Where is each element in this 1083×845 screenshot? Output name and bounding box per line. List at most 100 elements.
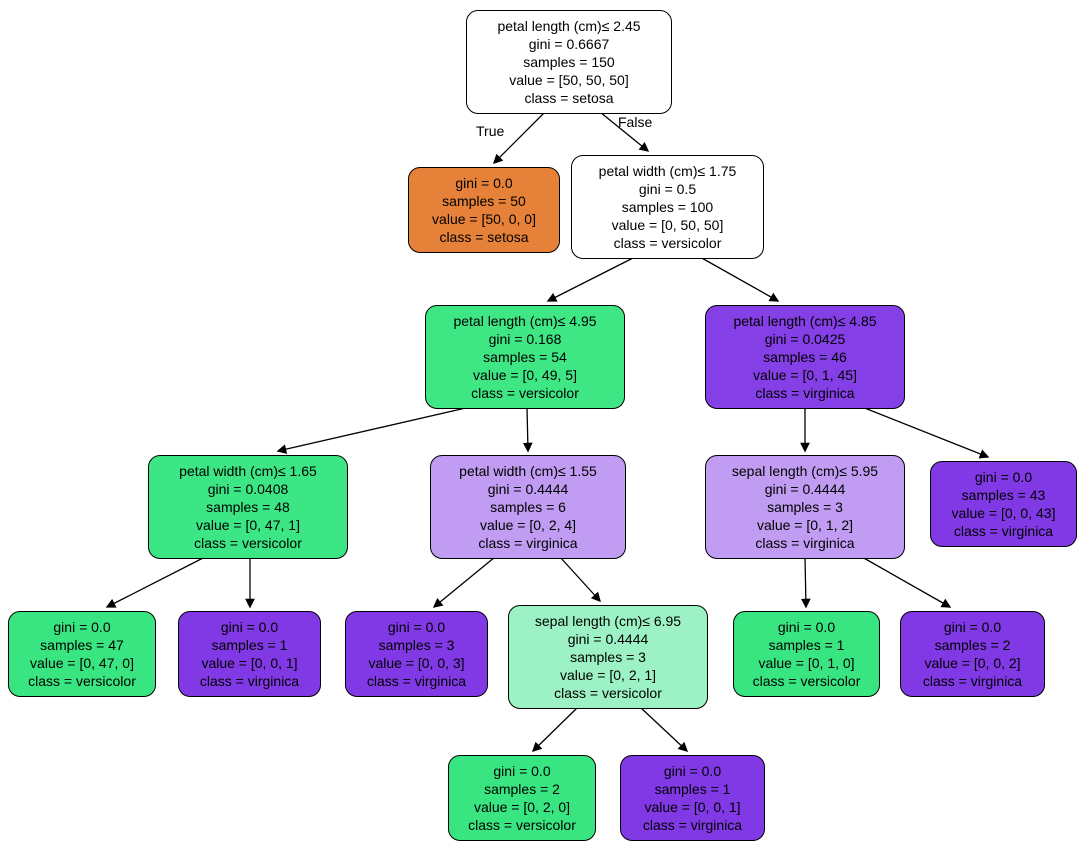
node-gini: gini = 0.4444 — [487, 481, 569, 497]
node-samples: samples = 54 — [483, 349, 567, 365]
tree-node-leaf-virginica-43: gini = 0.0 samples = 43 value = [0, 0, 4… — [930, 461, 1077, 547]
tree-node-petal-width-165: petal width (cm)≤ 1.65 gini = 0.0408 sam… — [148, 455, 348, 559]
tree-node-petal-width-155: petal width (cm)≤ 1.55 gini = 0.4444 sam… — [430, 455, 626, 559]
node-gini: gini = 0.0 — [777, 619, 836, 635]
node-samples: samples = 1 — [211, 637, 288, 653]
node-condition: petal width (cm)≤ 1.55 — [459, 463, 597, 479]
node-value: value = [0, 0, 1] — [644, 799, 741, 815]
node-gini: gini = 0.0408 — [207, 481, 289, 497]
node-gini: gini = 0.0 — [455, 175, 513, 191]
edge-n7-right — [861, 556, 952, 608]
tree-node-leaf-versicolor-2: gini = 0.0 samples = 2 value = [0, 2, 0]… — [448, 755, 596, 841]
node-class: class = virginica — [755, 385, 855, 401]
node-gini: gini = 0.0425 — [764, 331, 846, 347]
node-value: value = [0, 2, 4] — [479, 517, 577, 533]
node-samples: samples = 3 — [378, 637, 455, 653]
node-class: class = virginica — [922, 673, 1023, 689]
node-value: value = [0, 50, 50] — [611, 217, 724, 233]
node-gini: gini = 0.168 — [488, 331, 562, 347]
tree-node-leaf-versicolor-47: gini = 0.0 samples = 47 value = [0, 47, … — [8, 611, 156, 697]
node-value: value = [0, 0, 1] — [201, 655, 298, 671]
tree-node-leaf-virginica-1-bottom: gini = 0.0 samples = 1 value = [0, 0, 1]… — [620, 755, 765, 841]
node-value: value = [0, 1, 2] — [756, 517, 854, 533]
edge-n6-right — [559, 556, 601, 603]
node-samples: samples = 3 — [570, 649, 646, 665]
node-condition: petal length (cm)≤ 4.85 — [733, 313, 877, 329]
edge-label-false: False — [618, 114, 653, 130]
edge-n3-left — [276, 406, 471, 454]
edge-n2-left — [546, 256, 636, 302]
edge-n4-right — [861, 406, 990, 459]
edge-n6-left — [432, 556, 496, 608]
edge-n12-left — [531, 706, 579, 753]
node-value: value = [0, 0, 3] — [368, 655, 465, 671]
node-samples: samples = 100 — [621, 199, 714, 215]
node-samples: samples = 48 — [206, 499, 290, 515]
node-class: class = virginica — [199, 673, 300, 689]
node-samples: samples = 6 — [490, 499, 566, 515]
node-class: class = setosa — [439, 229, 529, 245]
node-class: class = virginica — [642, 817, 743, 833]
node-value: value = [0, 49, 5] — [473, 367, 577, 383]
edge-n2-right — [699, 256, 780, 302]
tree-node-leaf-virginica-2: gini = 0.0 samples = 2 value = [0, 0, 2]… — [900, 611, 1045, 697]
edge-n3-right — [522, 406, 533, 453]
node-samples: samples = 46 — [763, 349, 847, 365]
edge-n7-left — [800, 556, 811, 609]
node-class: class = versicolor — [554, 685, 662, 701]
tree-node-petal-width-175: petal width (cm)≤ 1.75 gini = 0.5 sample… — [571, 155, 764, 259]
tree-node-leaf-versicolor-1: gini = 0.0 samples = 1 value = [0, 1, 0]… — [733, 611, 880, 697]
edge-label-true: True — [476, 123, 505, 139]
node-class: class = versicolor — [471, 385, 579, 401]
node-gini: gini = 0.4444 — [764, 481, 846, 497]
tree-node-sepal-length-595: sepal length (cm)≤ 5.95 gini = 0.4444 sa… — [705, 455, 905, 559]
node-gini: gini = 0.0 — [663, 763, 722, 779]
node-value: value = [0, 2, 1] — [559, 667, 657, 683]
node-value: value = [0, 47, 1] — [196, 517, 300, 533]
node-samples: samples = 47 — [40, 637, 124, 653]
node-samples: samples = 1 — [654, 781, 731, 797]
tree-node-leaf-virginica-1-left: gini = 0.0 samples = 1 value = [0, 0, 1]… — [178, 611, 321, 697]
node-gini: gini = 0.0 — [220, 619, 279, 635]
tree-node-leaf-setosa: gini = 0.0 samples = 50 value = [50, 0, … — [408, 167, 560, 253]
node-value: value = [0, 2, 0] — [473, 799, 571, 815]
node-condition: sepal length (cm)≤ 5.95 — [731, 463, 879, 479]
node-samples: samples = 2 — [484, 781, 560, 797]
tree-node-leaf-virginica-3: gini = 0.0 samples = 3 value = [0, 0, 3]… — [345, 611, 488, 697]
node-gini: gini = 0.5 — [638, 181, 697, 197]
node-class: class = versicolor — [468, 817, 576, 833]
node-class: class = virginica — [755, 535, 855, 551]
node-samples: samples = 1 — [768, 637, 845, 653]
node-condition: petal width (cm)≤ 1.75 — [598, 163, 737, 179]
node-class: class = setosa — [524, 90, 614, 106]
tree-node-root: petal length (cm)≤ 2.45 gini = 0.6667 sa… — [466, 10, 672, 114]
node-gini: gini = 0.0 — [493, 763, 551, 779]
node-gini: gini = 0.0 — [943, 619, 1002, 635]
edge-root-true — [492, 111, 546, 165]
node-gini: gini = 0.6667 — [528, 36, 610, 52]
node-class: class = versicolor — [752, 673, 861, 689]
node-class: class = virginica — [366, 673, 467, 689]
tree-node-petal-length-485: petal length (cm)≤ 4.85 gini = 0.0425 sa… — [705, 305, 905, 409]
node-samples: samples = 3 — [767, 499, 843, 515]
node-class: class = virginica — [953, 523, 1054, 539]
node-value: value = [0, 1, 0] — [758, 655, 855, 671]
node-value: value = [50, 50, 50] — [509, 72, 629, 88]
edge-n5-left — [105, 556, 206, 608]
node-value: value = [0, 47, 0] — [30, 655, 134, 671]
node-gini: gini = 0.0 — [53, 619, 111, 635]
node-condition: petal width (cm)≤ 1.65 — [179, 463, 317, 479]
node-value: value = [0, 0, 2] — [924, 655, 1021, 671]
node-gini: gini = 0.0 — [974, 469, 1033, 485]
node-condition: sepal length (cm)≤ 6.95 — [534, 613, 682, 629]
node-samples: samples = 2 — [934, 637, 1011, 653]
node-samples: samples = 150 — [523, 54, 615, 70]
node-gini: gini = 0.0 — [387, 619, 446, 635]
tree-node-petal-length-495: petal length (cm)≤ 4.95 gini = 0.168 sam… — [425, 305, 625, 409]
node-class: class = virginica — [478, 535, 578, 551]
edge-root-false — [599, 111, 650, 152]
node-gini: gini = 0.4444 — [567, 631, 649, 647]
node-value: value = [50, 0, 0] — [432, 211, 536, 227]
